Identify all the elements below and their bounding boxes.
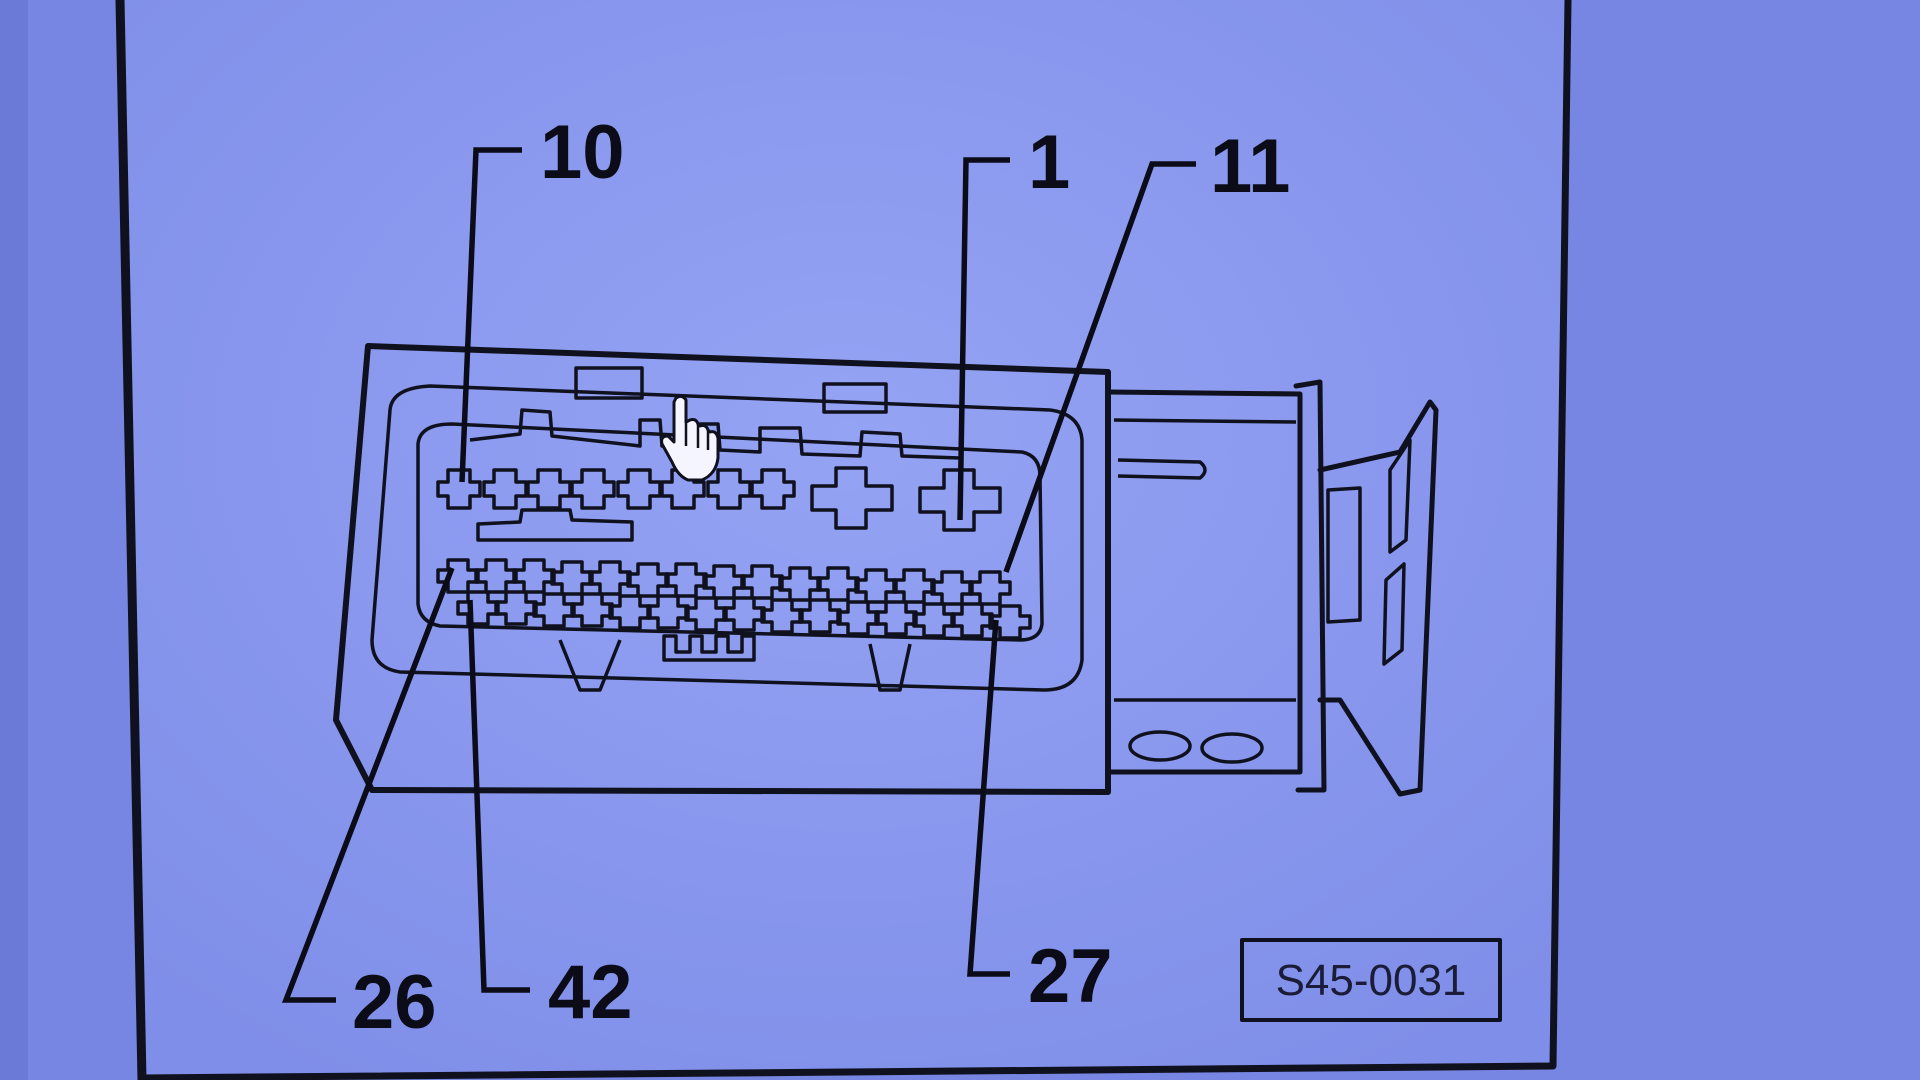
pin-cavity xyxy=(816,566,860,602)
lever-grip xyxy=(1382,562,1406,666)
pin-cavity xyxy=(532,592,576,628)
pin-cavity xyxy=(836,600,880,636)
pin-label-11: 11 xyxy=(1210,124,1290,209)
pin-label-42: 42 xyxy=(548,950,633,1035)
upper-key-ridge xyxy=(469,408,961,460)
leader-11 xyxy=(1003,161,1196,573)
bottom-key-comb xyxy=(662,634,756,662)
pin-cavity xyxy=(760,598,804,634)
pin-cavity xyxy=(740,564,784,600)
bottom-latch xyxy=(868,643,912,692)
pin-label-10: 10 xyxy=(540,110,625,195)
lever-window xyxy=(1326,486,1362,624)
pin-cavity xyxy=(968,570,1012,606)
upper-pin-row xyxy=(436,466,1002,532)
shroud-hole xyxy=(1128,730,1192,762)
shroud-clip xyxy=(1117,458,1207,480)
leader-10 xyxy=(459,147,522,483)
pin-cavity xyxy=(874,600,918,636)
rear-shroud xyxy=(1105,389,1303,775)
pin-label-27: 27 xyxy=(1028,934,1113,1019)
pin-cavity xyxy=(912,602,956,638)
pin-label-26: 26 xyxy=(352,960,437,1045)
pin-cavity xyxy=(526,468,572,510)
reference-code: S45-0031 xyxy=(1276,956,1467,1005)
top-latch xyxy=(574,366,644,400)
power-pin-cavity xyxy=(810,466,894,530)
pin-cavity xyxy=(512,558,556,594)
pin-cavity xyxy=(950,602,994,638)
connector-housing xyxy=(333,343,1111,795)
connector-drawing xyxy=(333,343,1439,797)
leader-26 xyxy=(281,567,455,1003)
connector-face xyxy=(370,384,1084,692)
pin-cavity xyxy=(892,568,936,604)
pin-cavity xyxy=(684,596,728,632)
pin-cavity xyxy=(798,598,842,634)
lower-pin-rows xyxy=(436,558,1032,640)
center-key xyxy=(476,508,634,542)
pin-cavity xyxy=(646,594,690,630)
hand-pointer-icon xyxy=(660,394,720,482)
leader-42 xyxy=(467,599,530,993)
pin-cavity xyxy=(570,592,614,628)
pin-cavity xyxy=(664,562,708,598)
pin-cavity xyxy=(570,468,616,510)
pin-cavity xyxy=(456,590,500,626)
pin-label-1: 1 xyxy=(1028,120,1070,205)
pin-cavity xyxy=(588,560,632,596)
shroud-rib xyxy=(1113,418,1297,424)
pin-cavity xyxy=(722,596,766,632)
locking-lever xyxy=(1317,399,1439,797)
panel-left-border xyxy=(115,0,147,1080)
pin-cavity xyxy=(750,468,796,510)
top-latch xyxy=(822,382,888,414)
shroud-hole xyxy=(1200,732,1264,764)
pin-cavity xyxy=(494,590,538,626)
pin-cavity xyxy=(436,468,482,510)
pin-cavity xyxy=(616,468,662,510)
reference-code-box: S45-0031 xyxy=(1240,938,1502,1022)
bottom-latch xyxy=(558,639,622,692)
diagram-panel xyxy=(122,0,1568,1080)
lever-pivot xyxy=(1293,379,1327,793)
pin-cavity xyxy=(988,604,1032,640)
reference-code-frame xyxy=(1240,938,1502,1022)
pin-cavity xyxy=(608,594,652,630)
power-pin-cavity xyxy=(918,468,1002,532)
leader-1 xyxy=(957,157,1010,521)
leader-lines xyxy=(281,147,1196,1003)
pin-cavity xyxy=(482,468,528,510)
leader-27 xyxy=(967,619,1010,977)
screen-left-edge xyxy=(0,0,28,1080)
panel-right-border xyxy=(138,0,1572,1080)
lever-grip xyxy=(1388,438,1412,554)
pin-cavity xyxy=(706,468,752,510)
pin-cavity xyxy=(660,468,706,510)
